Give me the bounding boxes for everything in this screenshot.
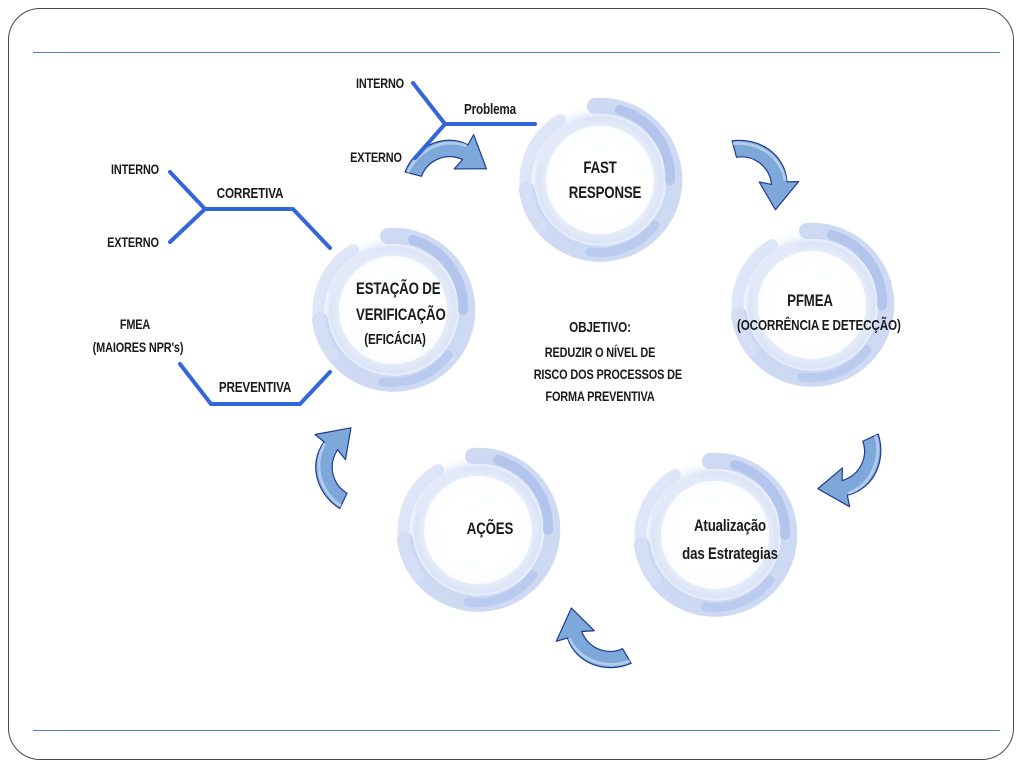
acoes-label: AÇÕES — [466, 519, 514, 538]
corretiva-interno-label: INTERNO — [110, 161, 160, 177]
problema-externo-line — [413, 122, 447, 160]
estacao-label-1: ESTAÇÃO DE — [356, 279, 441, 298]
problema-interno-label: INTERNO — [355, 75, 405, 91]
fast-response-label-1: FAST — [583, 158, 617, 177]
pfmea-sublabel: (OCORRÊNCIA E DETECÇÃO) — [737, 317, 901, 334]
corretiva-label: CORRETIVA — [216, 185, 284, 202]
problema-externo-label: EXTERNO — [350, 149, 402, 165]
estacao-label-3: (EFICÁCIA) — [364, 331, 426, 348]
arrow-acoes-to-estacao — [301, 420, 378, 514]
arrow-fast-to-pfmea — [711, 129, 807, 215]
atualizacao-label-1: Atualização — [694, 516, 766, 535]
fast-response-label-2: RESPONSE — [568, 183, 642, 202]
objective-line-2: RISCO DOS PROCESSOS DE — [533, 366, 682, 382]
objective-line-3: FORMA PREVENTIVA — [545, 388, 655, 404]
maiores-npr-label: (MAIORES NPR's) — [92, 339, 184, 355]
fast-response-swirl — [522, 102, 678, 258]
atualizacao-label-2: das Estrategias — [682, 544, 778, 563]
arrow-pfmea-to-atualizacao — [814, 419, 891, 513]
fmea-label: FMEA — [119, 316, 151, 332]
corretiva-externo-label: EXTERNO — [107, 234, 159, 250]
arrow-estacao-to-fast — [398, 121, 494, 207]
objective-line-1: REDUZIR O NÍVEL DE — [544, 344, 656, 360]
pfmea-label: PFMEA — [787, 291, 833, 310]
preventiva-label: PREVENTIVA — [218, 379, 292, 396]
objective-title: OBJETIVO: — [569, 319, 631, 336]
problema-label: Problema — [463, 101, 517, 118]
preventiva-branch-line — [178, 362, 332, 406]
corretiva-externo-line — [168, 207, 207, 244]
corretiva-branch-line — [168, 170, 332, 250]
arrow-atualizacao-to-acoes — [551, 604, 643, 676]
slide-frame — [8, 8, 1014, 760]
estacao-label-2: VERIFICAÇÃO — [356, 305, 446, 324]
bottom-rule — [33, 730, 1000, 731]
top-rule — [33, 52, 1000, 53]
